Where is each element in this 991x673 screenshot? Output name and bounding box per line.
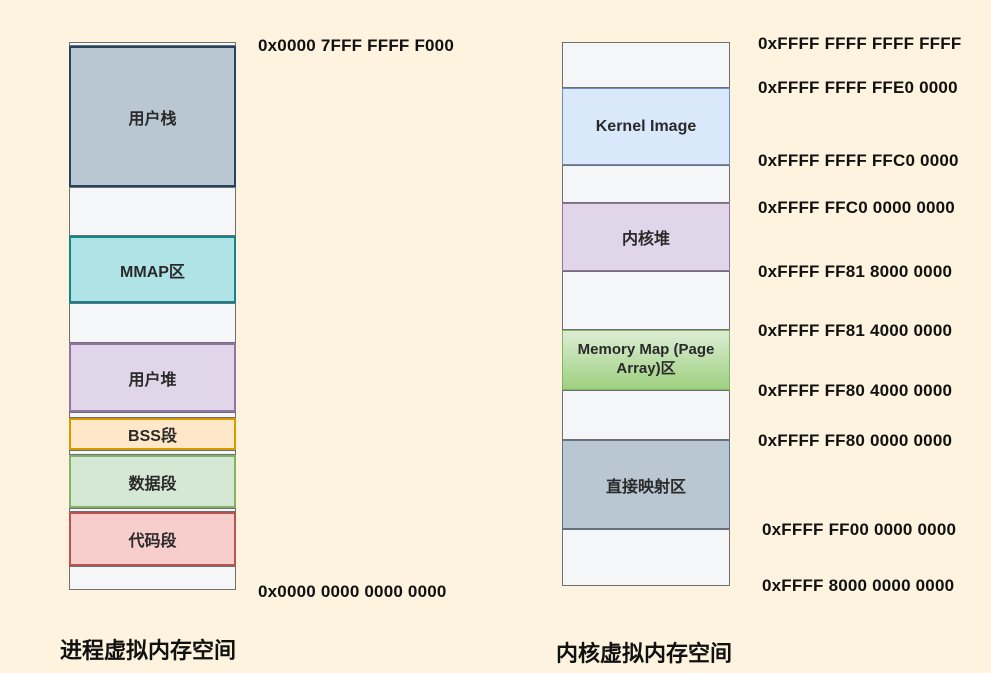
segment-user-stack: 用户栈 bbox=[69, 46, 236, 187]
address-kernel: 0xFFFF FFFF FFC0 0000 bbox=[758, 151, 959, 170]
segment-data: 数据段 bbox=[69, 455, 236, 508]
address-kernel: 0xFFFF 8000 0000 0000 bbox=[762, 576, 955, 595]
segment-bss: BSS段 bbox=[69, 418, 236, 450]
segment-code: 代码段 bbox=[69, 512, 236, 566]
memory-gap bbox=[69, 508, 236, 512]
address-process-bottom: 0x0000 0000 0000 0000 bbox=[258, 582, 447, 601]
address-kernel: 0xFFFF FFC0 0000 0000 bbox=[758, 198, 955, 217]
address-kernel: 0xFFFF FF00 0000 0000 bbox=[762, 520, 957, 539]
memory-gap bbox=[562, 529, 730, 586]
memory-gap bbox=[562, 42, 730, 88]
segment-kernel-image: Kernel Image bbox=[562, 88, 730, 165]
memory-gap bbox=[562, 390, 730, 440]
address-kernel: 0xFFFF FF80 4000 0000 bbox=[758, 381, 953, 400]
segment-user-heap: 用户堆 bbox=[69, 343, 236, 412]
segment-memory-map: Memory Map (Page Array)区 bbox=[562, 330, 730, 390]
segment-direct-mapping: 直接映射区 bbox=[562, 440, 730, 529]
memory-gap bbox=[69, 303, 236, 343]
address-kernel: 0xFFFF FFFF FFE0 0000 bbox=[758, 78, 958, 97]
memory-gap bbox=[69, 450, 236, 455]
memory-gap bbox=[69, 42, 236, 46]
memory-gap bbox=[69, 566, 236, 590]
address-process-top: 0x0000 7FFF FFFF F000 bbox=[258, 36, 454, 55]
memory-gap bbox=[69, 187, 236, 236]
memory-gap bbox=[562, 165, 730, 203]
memory-gap bbox=[562, 271, 730, 330]
address-kernel: 0xFFFF FF81 4000 0000 bbox=[758, 321, 953, 340]
kernel-space-title: 内核虚拟内存空间 bbox=[556, 641, 733, 666]
address-kernel: 0xFFFF FFFF FFFF FFFF bbox=[758, 34, 962, 53]
address-kernel: 0xFFFF FF81 8000 0000 bbox=[758, 262, 953, 281]
segment-kernel-heap: 内核堆 bbox=[562, 203, 730, 271]
kernel-memory-column: Kernel Image 内核堆 Memory Map (Page Array)… bbox=[562, 42, 730, 586]
process-memory-column: 用户栈 MMAP区 用户堆 BSS段 数据段 代码段 bbox=[69, 42, 236, 590]
segment-mmap: MMAP区 bbox=[69, 236, 236, 303]
memory-gap bbox=[69, 412, 236, 418]
process-space-title: 进程虚拟内存空间 bbox=[60, 638, 237, 663]
address-kernel: 0xFFFF FF80 0000 0000 bbox=[758, 431, 953, 450]
